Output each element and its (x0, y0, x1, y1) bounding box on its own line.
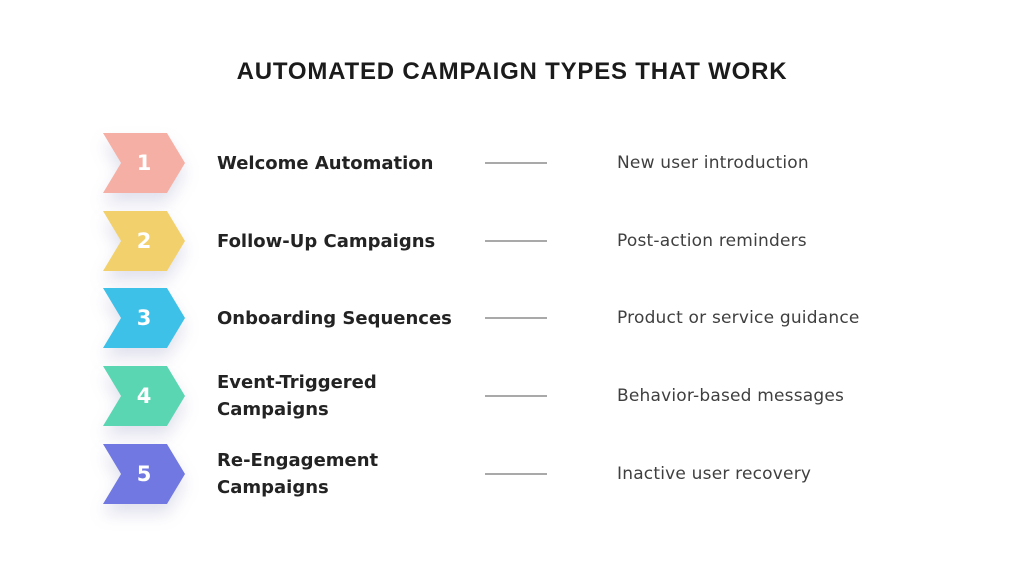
step-number: 5 (136, 461, 152, 486)
campaign-row: 4 Event-Triggered Campaigns Behavior-bas… (0, 366, 1024, 426)
chevron-arrow-icon: 3 (103, 288, 185, 348)
campaign-label: Onboarding Sequences (217, 307, 452, 329)
campaign-description: Post-action reminders (617, 231, 807, 251)
chevron-arrow-icon: 5 (103, 444, 185, 504)
step-chevron-5: 5 (103, 444, 185, 504)
step-number: 3 (136, 305, 152, 330)
step-number: 1 (136, 150, 152, 175)
connector-line (485, 395, 547, 397)
campaign-label: Welcome Automation (217, 152, 434, 174)
chevron-arrow-icon: 1 (103, 133, 185, 193)
step-chevron-3: 3 (103, 288, 185, 348)
campaign-row: 3 Onboarding Sequences Product or servic… (0, 288, 1024, 348)
step-chevron-2: 2 (103, 211, 185, 271)
step-chevron-1: 1 (103, 133, 185, 193)
campaign-row: 1 Welcome Automation New user introducti… (0, 133, 1024, 193)
campaign-label: Follow-Up Campaigns (217, 230, 436, 252)
connector-line (485, 240, 547, 242)
campaign-label: Event-Triggered Campaigns (217, 372, 377, 420)
connector-line (485, 162, 547, 164)
campaign-description: Behavior-based messages (617, 386, 845, 406)
step-number: 2 (136, 228, 152, 253)
campaign-description: Product or service guidance (617, 308, 860, 328)
campaign-row: 5 Re-Engagement Campaigns Inactive user … (0, 444, 1024, 504)
campaign-description: Inactive user recovery (617, 464, 812, 484)
chevron-arrow-icon: 2 (103, 211, 185, 271)
chevron-arrow-icon: 4 (103, 366, 185, 426)
campaign-label: Re-Engagement Campaigns (217, 450, 379, 498)
step-chevron-4: 4 (103, 366, 185, 426)
page-title: AUTOMATED CAMPAIGN TYPES THAT WORK (236, 58, 788, 85)
connector-line (485, 317, 547, 319)
step-number: 4 (136, 383, 152, 408)
campaign-row: 2 Follow-Up Campaigns Post-action remind… (0, 211, 1024, 271)
connector-line (485, 473, 547, 475)
campaign-description: New user introduction (617, 153, 809, 173)
